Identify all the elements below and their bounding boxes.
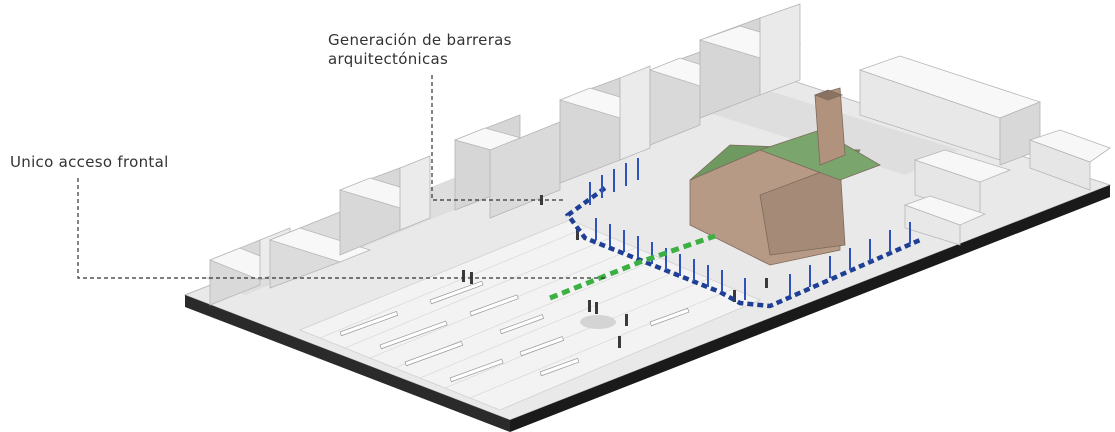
annotation-frontal-access: Unico acceso frontal (10, 153, 169, 171)
annotation-barriers-line1: Generación de barreras (328, 31, 512, 49)
barrier-posts (589, 158, 911, 300)
building-row-right (858, 55, 1111, 246)
building-row-left (208, 3, 802, 306)
architectural-barrier-boundary (564, 186, 921, 309)
church-building (689, 87, 881, 266)
annotation-barriers-line2: arquitectónicas (328, 50, 449, 68)
leader-barriers (431, 75, 565, 201)
frontal-access-path (549, 233, 716, 301)
plaza-area (298, 219, 762, 411)
annotation-barriers: Generación de barreras arquitectónicas (328, 31, 512, 69)
leader-access (77, 178, 605, 279)
annotation-leaders (77, 75, 605, 279)
